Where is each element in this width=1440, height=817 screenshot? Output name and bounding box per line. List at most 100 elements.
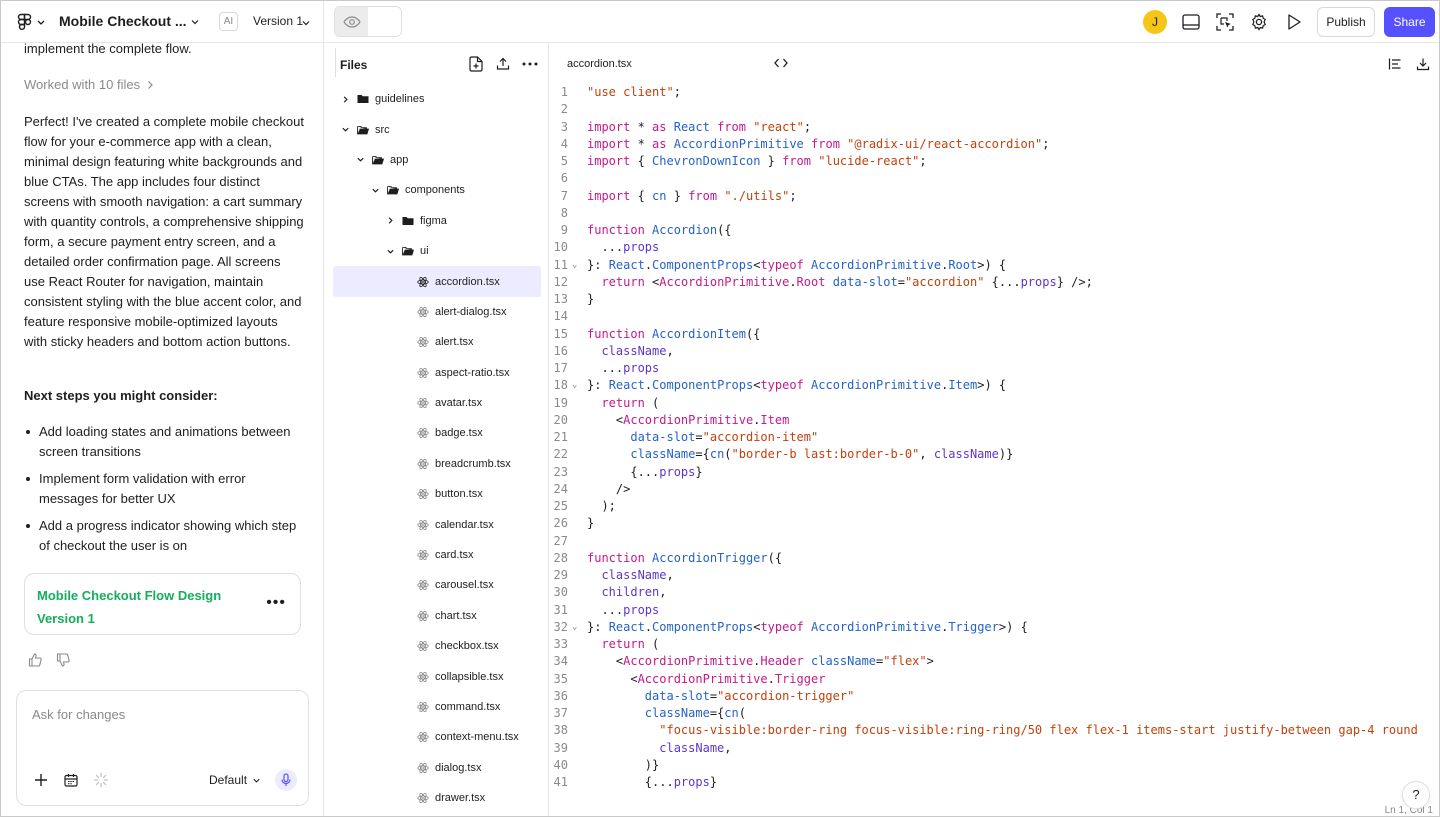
thumbs-up-icon[interactable] — [28, 653, 42, 667]
chevron-right-icon[interactable] — [340, 95, 350, 104]
line-number: 22 — [553, 447, 568, 462]
code-text: }: React.ComponentProps<typeof Accordion… — [587, 378, 1007, 393]
layout-panel-icon[interactable] — [1180, 11, 1202, 33]
code-text: {...props} — [587, 464, 703, 479]
calendar-icon[interactable] — [62, 771, 80, 789]
avatar[interactable]: J — [1143, 10, 1167, 34]
fold-chevron-icon[interactable]: ⌄ — [572, 259, 578, 270]
file-item[interactable]: avatar.tsx — [325, 388, 548, 418]
chevron-down-icon[interactable] — [190, 15, 200, 30]
file-item[interactable]: dialog.tsx — [325, 753, 548, 783]
folder-item[interactable]: app — [325, 145, 548, 175]
help-button[interactable]: ? — [1402, 781, 1430, 809]
version-selector[interactable]: Version 1 — [253, 14, 304, 28]
model-selector[interactable]: Default — [209, 773, 261, 787]
project-name[interactable]: Mobile Checkout ... — [59, 13, 187, 29]
code-text: "focus-visible:border-ring focus-visible… — [659, 723, 1418, 738]
line-number: 25 — [553, 499, 568, 513]
react-file-icon — [417, 762, 429, 774]
new-file-icon[interactable] — [467, 55, 485, 73]
line-number: 5 — [560, 154, 568, 168]
code-mode-button[interactable] — [335, 48, 1226, 77]
chevron-down-icon[interactable] — [355, 155, 365, 164]
share-button[interactable]: Share — [1384, 7, 1435, 37]
code-line: 16 className, — [550, 343, 1439, 360]
file-item[interactable]: collapsible.tsx — [325, 661, 548, 691]
tree-item-label: alert.tsx — [435, 336, 474, 349]
file-item[interactable]: drawer.tsx — [325, 783, 548, 813]
file-item[interactable]: context-menu.tsx — [325, 722, 548, 752]
line-number: 35 — [553, 671, 568, 686]
publish-button[interactable]: Publish — [1317, 7, 1375, 37]
chat-message-tail: implement the complete flow. — [24, 43, 192, 56]
code-line: 21 data-slot="accordion-item" — [550, 429, 1439, 446]
ai-badge[interactable]: AI — [219, 12, 238, 31]
list-item: Add loading states and animations betwee… — [24, 422, 304, 462]
chevron-down-icon[interactable] — [301, 16, 311, 31]
file-item[interactable]: carousel.tsx — [325, 570, 548, 600]
folder-item[interactable]: components — [325, 175, 548, 205]
line-number: 15 — [553, 326, 568, 341]
fold-chevron-icon[interactable]: ⌄ — [572, 380, 578, 391]
add-icon[interactable] — [32, 771, 50, 789]
worked-files-toggle[interactable]: Worked with 10 files — [24, 77, 154, 92]
file-item[interactable]: calendar.tsx — [325, 509, 548, 539]
more-options-icon[interactable] — [521, 55, 539, 73]
line-number: 2 — [560, 102, 568, 117]
line-number: 7 — [560, 188, 568, 203]
thumbs-down-icon[interactable] — [56, 653, 70, 667]
line-number: 19 — [553, 395, 568, 410]
worked-files-label: Worked with 10 files — [24, 77, 141, 92]
format-align-icon[interactable] — [1387, 56, 1403, 72]
line-number: 14 — [553, 309, 568, 324]
chevron-down-icon[interactable] — [370, 186, 380, 195]
chevron-down-icon[interactable] — [385, 247, 395, 256]
file-item[interactable]: chart.tsx — [325, 601, 548, 631]
line-number: 39 — [553, 740, 568, 755]
chat-input[interactable] — [32, 707, 292, 737]
file-item[interactable]: aspect-ratio.tsx — [325, 358, 548, 388]
file-item[interactable]: badge.tsx — [325, 418, 548, 448]
download-icon[interactable] — [1415, 56, 1431, 72]
figma-logo-icon[interactable] — [17, 12, 47, 32]
editor-tab-name[interactable]: accordion.tsx — [567, 58, 632, 70]
folder-item[interactable]: src — [325, 114, 548, 144]
line-number: 26 — [553, 516, 568, 531]
tree-item-label: collapsible.tsx — [435, 670, 504, 683]
line-number: 34 — [553, 654, 568, 669]
version-card[interactable]: Mobile Checkout Flow Design Version 1 ••… — [24, 573, 301, 635]
folder-item[interactable]: ui — [325, 236, 548, 266]
folder-item[interactable]: guidelines — [325, 84, 548, 114]
inspect-icon[interactable] — [1214, 11, 1236, 33]
code-text: className, — [659, 740, 732, 755]
react-file-icon — [417, 397, 429, 409]
file-item[interactable]: card.tsx — [325, 540, 548, 570]
chevron-down-icon[interactable] — [340, 125, 350, 134]
code-text: <AccordionPrimitive.Header className="fl… — [587, 654, 934, 669]
code-line: 1"use client"; — [550, 84, 1439, 101]
file-item[interactable]: alert-dialog.tsx — [325, 297, 548, 327]
upload-icon[interactable] — [494, 55, 512, 73]
line-number: 8 — [560, 205, 568, 220]
file-item[interactable]: alert.tsx — [325, 327, 548, 357]
fold-chevron-icon[interactable]: ⌄ — [572, 621, 578, 632]
sparkle-loading-icon[interactable] — [92, 771, 110, 789]
more-options-icon[interactable]: ••• — [266, 594, 286, 611]
file-item[interactable]: button.tsx — [325, 479, 548, 509]
file-item[interactable]: accordion.tsx — [333, 266, 541, 297]
code-line: 12 return <AccordionPrimitive.Root data-… — [550, 274, 1439, 291]
folder-item[interactable]: figma — [325, 206, 548, 236]
preview-mode-button[interactable] — [335, 7, 368, 36]
folder-icon — [402, 216, 414, 226]
play-icon[interactable] — [1283, 11, 1305, 33]
code-line: 2 — [550, 101, 1439, 118]
chevron-right-icon[interactable] — [385, 216, 395, 225]
line-number: 31 — [553, 602, 568, 617]
microphone-button[interactable] — [275, 769, 297, 791]
file-item[interactable]: command.tsx — [325, 692, 548, 722]
code-text: import { cn } from "./utils"; — [587, 188, 797, 203]
settings-gear-icon[interactable] — [1248, 11, 1270, 33]
file-item[interactable]: checkbox.tsx — [325, 631, 548, 661]
file-item[interactable]: breadcrumb.tsx — [325, 449, 548, 479]
